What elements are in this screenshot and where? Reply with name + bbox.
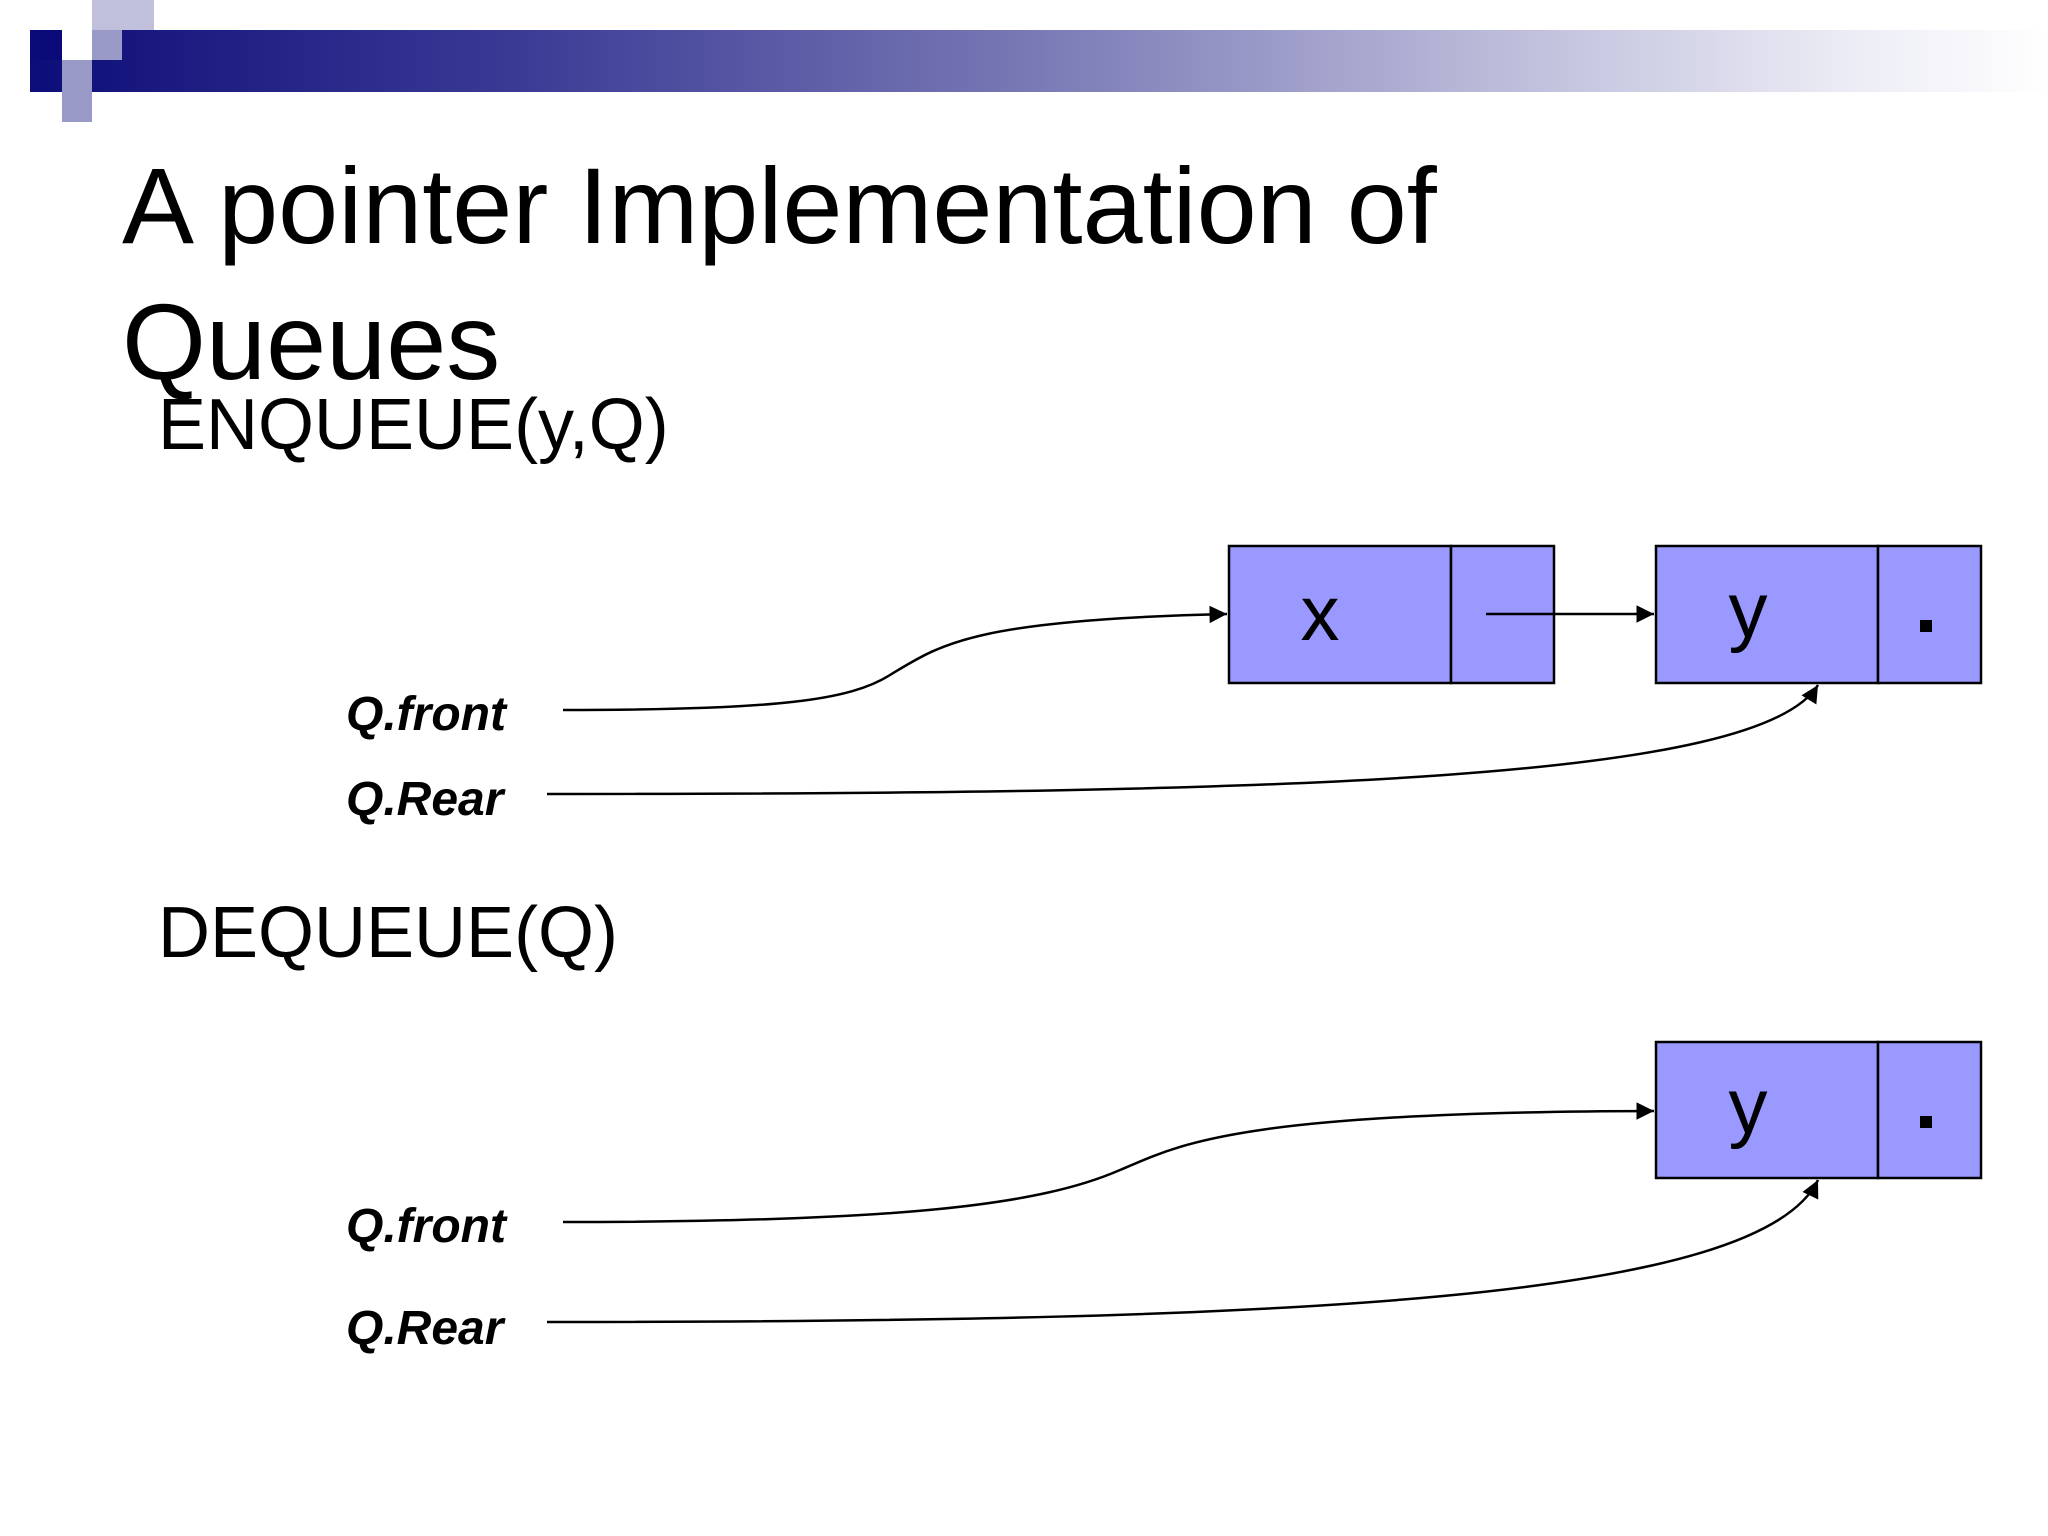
dequeue-heading: DEQUEUE(Q) [158, 893, 619, 973]
enqueue-diagram: x y Q.front Q.Rear [346, 544, 1983, 826]
decor-square [62, 60, 92, 92]
q-rear-label: Q.Rear [346, 1302, 506, 1355]
node-value: y [1729, 566, 1768, 654]
decor-square [92, 0, 154, 30]
header-gradient-band [0, 30, 2048, 92]
decor-square [0, 92, 62, 122]
decor-square [0, 30, 30, 92]
list-node-y: y [1654, 544, 1983, 685]
q-rear-label: Q.Rear [346, 773, 506, 826]
decor-square [62, 30, 92, 60]
null-pointer-dot [1920, 1116, 1932, 1128]
node-data-cell [1227, 544, 1453, 685]
list-node-x: x [1227, 544, 1556, 685]
decor-square [92, 30, 122, 60]
q-front-label: Q.front [346, 688, 508, 741]
node-next-cell [1876, 1040, 1983, 1180]
q-rear-arrow [546, 1179, 1820, 1324]
dequeue-diagram: y Q.front Q.Rear [346, 1040, 1983, 1355]
node-next-cell [1876, 544, 1983, 685]
q-front-label: Q.front [346, 1200, 508, 1253]
decor-square [0, 0, 62, 30]
enqueue-heading: ENQUEUE(y,Q) [158, 385, 669, 465]
node-value: x [1301, 569, 1340, 657]
decor-square [62, 92, 92, 122]
node-data-cell [1654, 544, 1880, 685]
q-front-arrow [562, 605, 1228, 712]
slide-title: A pointer Implementation of Queues [122, 145, 1437, 402]
q-rear-arrow [546, 684, 1820, 796]
node-value: y [1729, 1062, 1768, 1150]
decor-square [30, 30, 62, 60]
list-node-y: y [1654, 1040, 1983, 1180]
node-data-cell [1654, 1040, 1880, 1180]
null-pointer-dot [1920, 620, 1932, 632]
q-front-arrow [562, 1102, 1655, 1224]
